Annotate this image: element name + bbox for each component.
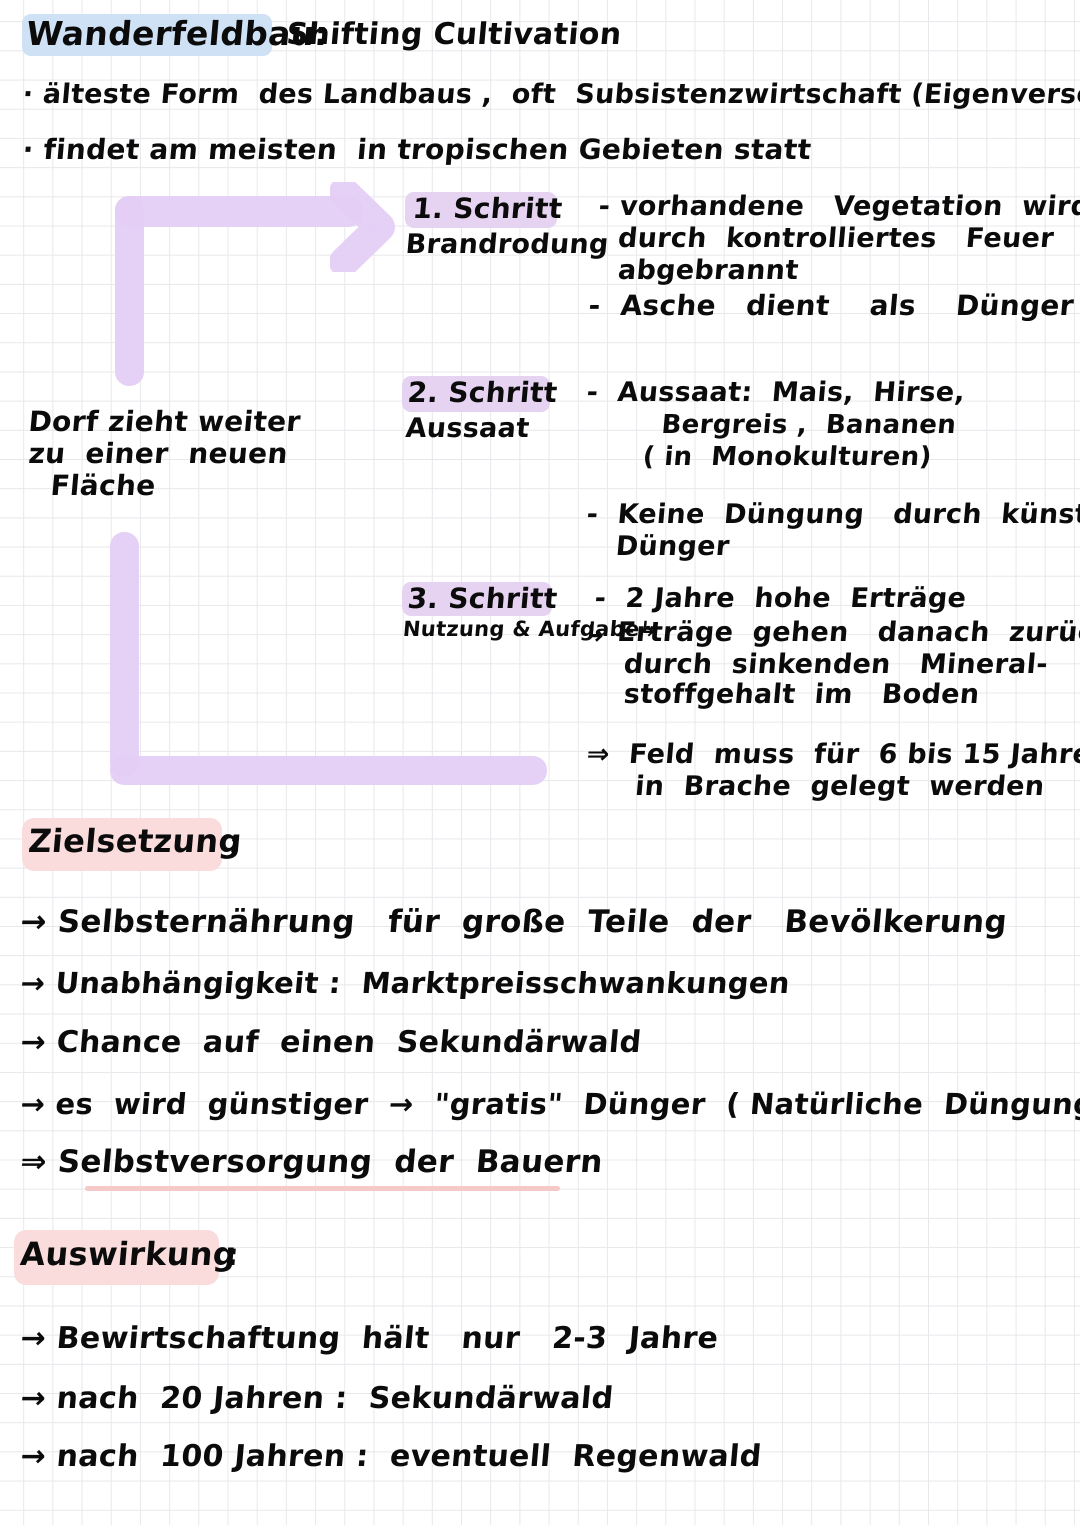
page-title-translation: Shifting Cultivation bbox=[285, 17, 623, 52]
auswirkung-item-3: → nach 100 Jahren : eventuell Regenwald bbox=[19, 1439, 764, 1474]
zielsetzung-item-2: → Unabhängigkeit : Marktpreisschwankunge… bbox=[19, 966, 792, 1000]
page-title-term: Wanderfeldbau: bbox=[24, 14, 330, 53]
step-1-name: Brandrodung bbox=[404, 229, 611, 260]
step-1-detail-4: - Asche dient als Dünger bbox=[587, 289, 1076, 322]
auswirkung-item-2: → nach 20 Jahren : Sekundärwald bbox=[19, 1381, 615, 1416]
cycle-note-line-3: Fläche bbox=[49, 469, 158, 502]
flow-arrow-bottom-horizontal bbox=[110, 756, 547, 785]
flow-arrow-left-vertical-upper bbox=[115, 196, 144, 386]
step-3-number: 3. Schritt bbox=[406, 582, 559, 615]
auswirkung-heading-colon: : bbox=[225, 1238, 241, 1273]
zielsetzung-heading-highlight bbox=[22, 818, 222, 871]
step-2-detail-5: - Keine Düngung durch künstlichen bbox=[585, 499, 1080, 530]
selbstversorgung-underline bbox=[85, 1186, 560, 1191]
step-2-name: Aussaat bbox=[404, 413, 531, 444]
title-highlight bbox=[22, 14, 272, 56]
zielsetzung-heading: Zielsetzung bbox=[26, 822, 244, 860]
step-3-number-highlight bbox=[402, 582, 552, 616]
zielsetzung-item-3: → Chance auf einen Sekundärwald bbox=[19, 1025, 643, 1060]
auswirkung-item-1: → Bewirtschaftung hält nur 2-3 Jahre bbox=[19, 1321, 720, 1356]
cycle-note-line-1: Dorf zieht weiter bbox=[27, 405, 303, 438]
zielsetzung-item-4: → es wird günstiger → "gratis" Dünger ( … bbox=[19, 1087, 1080, 1121]
step-1-number: 1. Schritt bbox=[411, 192, 564, 225]
flow-arrow-left-vertical-lower bbox=[110, 532, 139, 777]
step-3-detail-2: ↳ Erträge gehen danach zurück bbox=[583, 617, 1080, 648]
step-3-detail-4: stoffgehalt im Boden bbox=[593, 679, 981, 710]
intro-bullet-1: · älteste Form des Landbaus , oft Subsis… bbox=[21, 79, 1080, 110]
step-3-conclusion-line-1: ⇒ Feld muss für 6 bis 15 Jahre bbox=[585, 739, 1080, 770]
step-1-detail-3: abgebrannt bbox=[597, 255, 800, 286]
step-2-detail-6: Dünger bbox=[585, 531, 731, 562]
step-2-detail-1: - Aussaat: Mais, Hirse, bbox=[585, 377, 967, 408]
flow-arrowhead-icon bbox=[330, 182, 395, 272]
zielsetzung-item-5: ⇒ Selbstversorgung der Bauern bbox=[18, 1144, 605, 1180]
step-1-detail-1: - vorhandene Vegetation wird bbox=[597, 191, 1080, 222]
cycle-note-line-2: zu einer neuen bbox=[27, 437, 290, 470]
zielsetzung-item-1: → Selbsternährung für große Teile der Be… bbox=[18, 904, 1009, 940]
flow-arrow-top-horizontal bbox=[115, 196, 363, 227]
auswirkung-heading: Auswirkung bbox=[18, 1235, 238, 1273]
auswirkung-heading-highlight bbox=[14, 1230, 219, 1285]
step-3-conclusion-line-2: in Brache gelegt werden bbox=[585, 771, 1046, 802]
step-1-number-highlight bbox=[405, 192, 557, 228]
intro-bullet-2: · findet am meisten in tropischen Gebiet… bbox=[21, 133, 813, 166]
step-3-detail-3: durch sinkenden Mineral- bbox=[593, 649, 1050, 680]
step-2-number-highlight bbox=[402, 376, 550, 412]
step-3-detail-1: - 2 Jahre hohe Erträge bbox=[593, 583, 968, 614]
step-2-number: 2. Schritt bbox=[406, 376, 559, 409]
step-1-detail-2: durch kontrolliertes Feuer bbox=[597, 223, 1056, 254]
step-2-detail-3: ( in Monokulturen) bbox=[585, 442, 933, 472]
step-2-detail-2: Bergreis , Bananen bbox=[585, 410, 958, 440]
